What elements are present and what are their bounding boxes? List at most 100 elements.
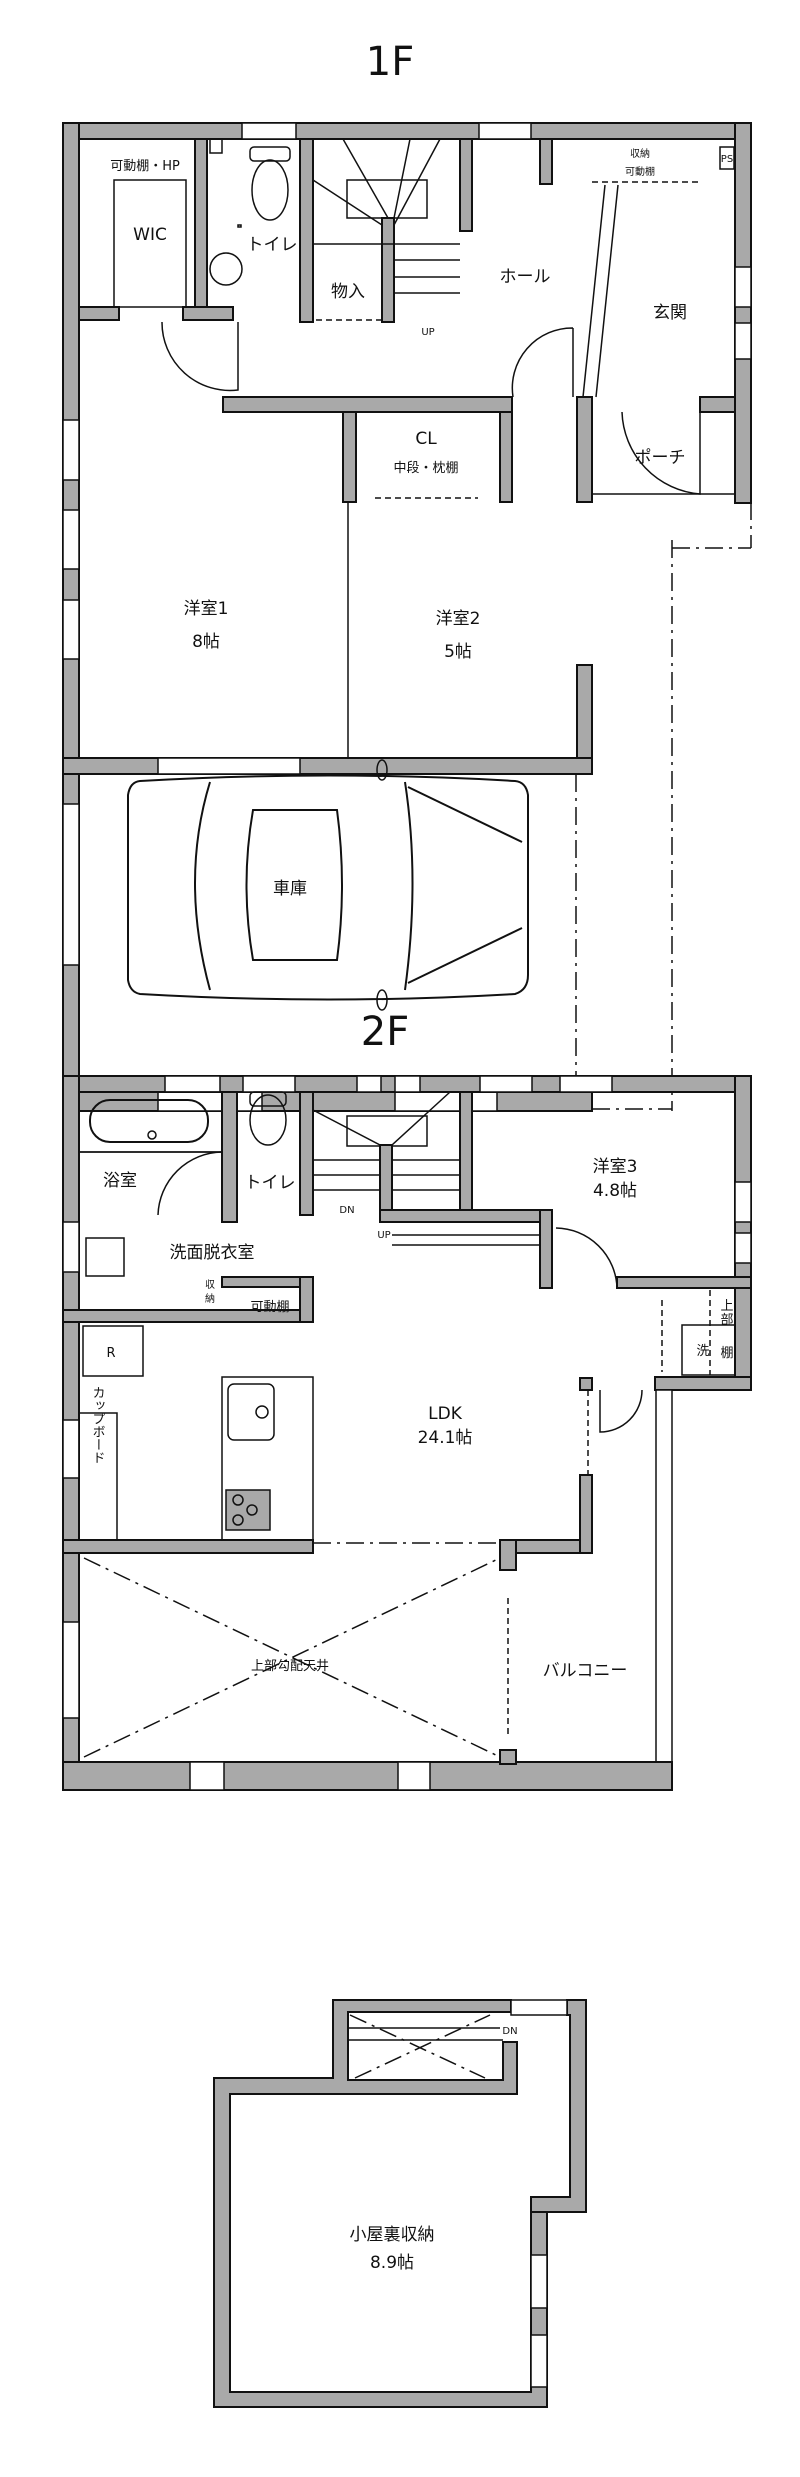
door: [161, 321, 239, 392]
wall: [78, 306, 120, 321]
label-storage-shelf: 可動棚: [625, 165, 655, 178]
label-garage: 車庫: [273, 879, 307, 899]
label-laundry: 洗: [696, 1344, 709, 1359]
label-laundry-shelf: 棚: [720, 1346, 733, 1361]
label-bedroom2: 洋室2: [436, 609, 481, 629]
shoe-shelf: [582, 184, 606, 398]
wall: [299, 1091, 314, 1216]
door: [599, 1389, 643, 1433]
label-balcony: バルコニー: [543, 1661, 628, 1681]
label-storage: 物入: [331, 282, 365, 302]
wall: [379, 1209, 553, 1223]
window: [157, 757, 301, 775]
label-loft: 小屋裏収納: [350, 2224, 435, 2245]
window: [62, 419, 80, 481]
window: [734, 1232, 752, 1264]
label-bedroom2-size: 5帖: [444, 642, 472, 662]
window: [62, 1621, 80, 1719]
wall: [299, 138, 314, 323]
label-cupboard: カップボード: [90, 1386, 105, 1464]
label-bedroom3: 洋室3: [593, 1157, 638, 1177]
balcony-wall: [655, 1389, 673, 1791]
label-hall: ホール: [500, 267, 551, 287]
window: [62, 1419, 80, 1479]
wall: [539, 1209, 553, 1289]
wall: [576, 396, 593, 503]
window: [478, 122, 532, 140]
label-up-2f: UP: [377, 1230, 390, 1241]
wall: [579, 1474, 593, 1554]
floor-1f: 1F: [62, 39, 752, 1112]
window: [530, 2254, 548, 2309]
window: [530, 2334, 548, 2388]
window: [397, 1761, 431, 1791]
stove-icon: [225, 1489, 271, 1531]
void-cross: [83, 1557, 501, 1758]
floor-title-2f: 2F: [361, 1009, 409, 1055]
window: [394, 1075, 421, 1093]
window: [479, 1075, 533, 1093]
label-wic: WIC: [133, 225, 167, 245]
sink-icon: [85, 1237, 125, 1277]
label-shelf-hp: 可動棚・HP: [110, 159, 180, 174]
floor-title-1f: 1F: [366, 39, 414, 85]
label-up-1f: UP: [421, 327, 434, 338]
window: [241, 122, 297, 140]
window: [734, 322, 752, 360]
label-storage-small-2: 納: [205, 1292, 215, 1305]
label-upper-1: 上: [720, 1299, 733, 1314]
wall: [459, 138, 473, 232]
window: [189, 1761, 225, 1791]
wall: [62, 122, 752, 140]
label-bedroom1-size: 8帖: [192, 632, 220, 652]
wall: [62, 1539, 314, 1554]
window: [62, 1221, 80, 1273]
window: [164, 1075, 221, 1093]
wall: [342, 411, 357, 503]
loft-walls: [213, 1999, 587, 2408]
label-cl-shelf: 中段・枕棚: [393, 461, 458, 476]
wall: [699, 396, 736, 413]
floor-2f: 2F: [62, 1009, 752, 1791]
wall: [579, 1377, 593, 1391]
label-ldk: LDK: [428, 1404, 463, 1424]
kitchen-counter: [221, 1376, 314, 1541]
wall: [654, 1376, 752, 1391]
label-ceiling: 上部勾配天井: [251, 1659, 329, 1674]
window: [559, 1075, 613, 1093]
window: [734, 266, 752, 308]
wall: [459, 1091, 473, 1211]
staircase: [312, 138, 460, 321]
window: [242, 1075, 296, 1093]
label-storage-top: 収納: [630, 147, 650, 160]
fridge: [82, 1325, 144, 1377]
toilet-fixture: [209, 146, 291, 286]
wall: [616, 1276, 752, 1289]
wall: [62, 757, 593, 775]
label-fridge: R: [106, 1346, 115, 1361]
ps-box: [719, 146, 735, 170]
label-loft-size: 8.9帖: [370, 2253, 414, 2273]
window: [62, 599, 80, 660]
door: [621, 411, 701, 495]
window: [62, 803, 80, 966]
label-entrance: 玄関: [653, 303, 687, 323]
label-dn-2f: DN: [339, 1205, 354, 1216]
window: [356, 1075, 382, 1093]
staircase: [312, 1091, 540, 1246]
cupboard: [78, 1412, 118, 1541]
label-cl: CL: [415, 429, 437, 449]
label-storage-small-1: 収: [205, 1279, 215, 1291]
wall: [539, 138, 553, 185]
car-icon: [127, 759, 529, 1011]
window: [734, 1181, 752, 1223]
door: [157, 1151, 223, 1216]
label-washroom: 洗面脱衣室: [170, 1243, 255, 1263]
label-upper-2: 部: [720, 1313, 733, 1328]
label-toilet-2f: トイレ: [245, 1173, 296, 1193]
stair-post: [381, 217, 395, 323]
floor-loft: DN 小屋裏収納 8.9帖: [213, 1999, 587, 2408]
wall: [62, 1761, 673, 1791]
hp-box: [209, 138, 223, 154]
